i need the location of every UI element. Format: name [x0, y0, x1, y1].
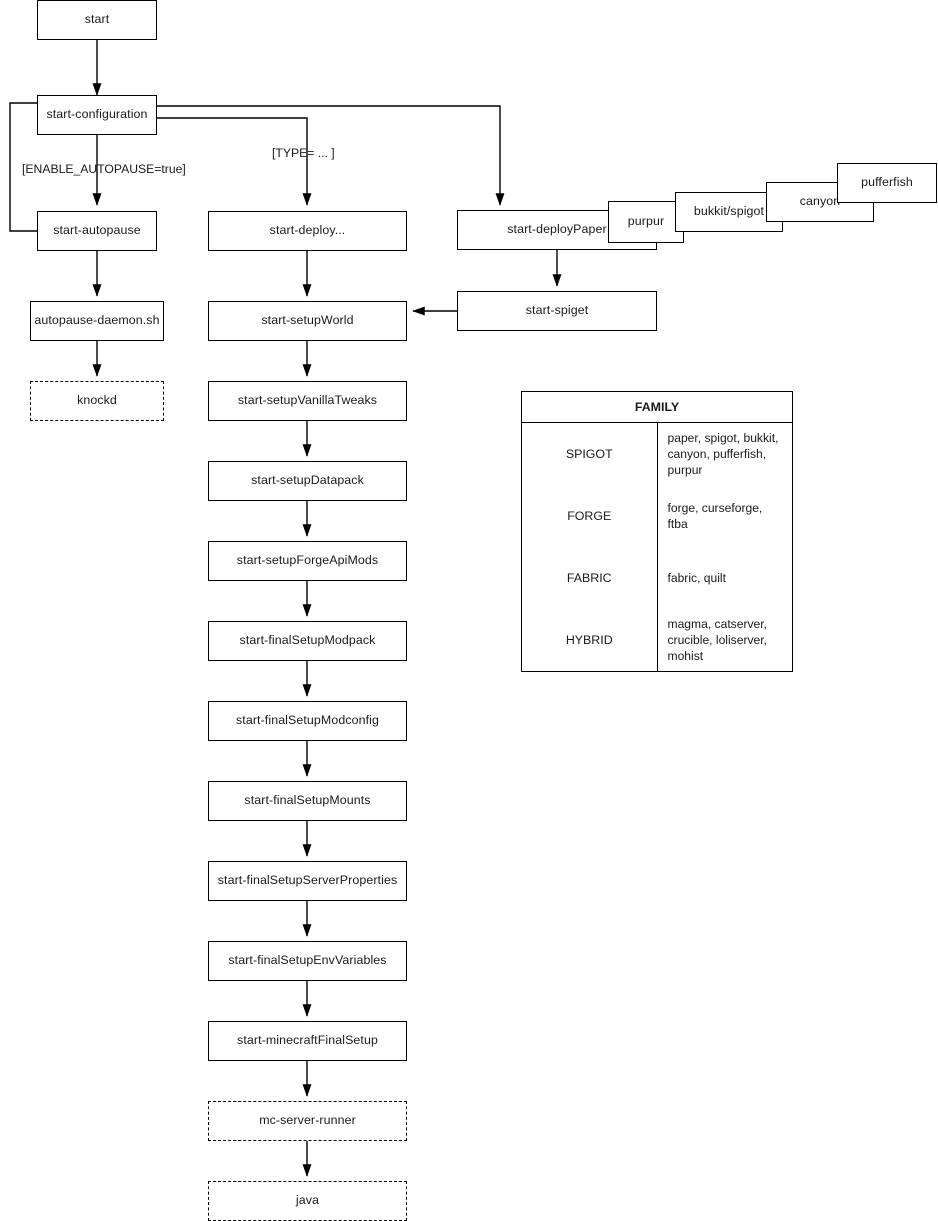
family-value-hybrid: magma, catserver, crucible, loliserver, …: [667, 616, 767, 664]
family-key-fabric: FABRIC: [522, 547, 658, 609]
node-mc-server-runner[interactable]: mc-server-runner: [208, 1101, 407, 1141]
family-table: FAMILY SPIGOT paper, spigot, bukkit, can…: [522, 392, 792, 671]
family-key-forge: FORGE: [522, 485, 658, 547]
node-start-final-setup-modconfig-label: start-finalSetupModconfig: [235, 713, 379, 728]
node-start-minecraft-final-setup-label: start-minecraftFinalSetup: [237, 1033, 378, 1048]
node-knockd[interactable]: knockd: [30, 381, 164, 421]
node-variant-pufferfish[interactable]: pufferfish: [837, 163, 937, 203]
node-start-setup-world-label: start-setupWorld: [261, 313, 354, 328]
family-table-row: SPIGOT paper, spigot, bukkit, canyon, pu…: [522, 422, 792, 485]
node-start-setup-forge-api-mods[interactable]: start-setupForgeApiMods: [208, 541, 407, 581]
node-start-setup-datapack-label: start-setupDatapack: [251, 473, 364, 488]
edge-label-type: [TYPE= ... ]: [272, 146, 335, 160]
node-start-configuration-label: start-configuration: [46, 107, 148, 122]
node-start-deploy-label: start-deploy...: [269, 223, 346, 238]
node-start-final-setup-server-properties-label: start-finalSetupServerProperties: [217, 873, 398, 888]
node-start[interactable]: start: [37, 0, 157, 40]
node-knockd-label: knockd: [77, 393, 117, 408]
node-start-label: start: [84, 12, 110, 27]
family-value-spigot: paper, spigot, bukkit, canyon, pufferfis…: [667, 430, 779, 478]
node-start-setup-vanilla-tweaks-label: start-setupVanillaTweaks: [237, 393, 378, 408]
node-start-final-setup-env-variables[interactable]: start-finalSetupEnvVariables: [208, 941, 407, 981]
node-start-minecraft-final-setup[interactable]: start-minecraftFinalSetup: [208, 1021, 407, 1061]
node-autopause-daemon[interactable]: autopause-daemon.sh: [30, 301, 164, 341]
node-mc-server-runner-label: mc-server-runner: [259, 1113, 356, 1128]
node-autopause-daemon-label: autopause-daemon.sh: [34, 313, 160, 328]
node-variant-purpur-label: purpur: [627, 214, 665, 229]
family-key-spigot: SPIGOT: [522, 422, 658, 485]
family-table-header-row: FAMILY: [522, 392, 792, 423]
family-table-row: FABRIC fabric, quilt: [522, 547, 792, 609]
node-start-autopause-label: start-autopause: [53, 223, 141, 238]
node-start-final-setup-modpack[interactable]: start-finalSetupModpack: [208, 621, 407, 661]
node-start-setup-world[interactable]: start-setupWorld: [208, 301, 407, 341]
node-start-final-setup-server-properties[interactable]: start-finalSetupServerProperties: [208, 861, 407, 901]
node-start-spiget[interactable]: start-spiget: [457, 291, 657, 331]
edge-label-enable-autopause: [ENABLE_AUTOPAUSE=true]: [22, 162, 186, 176]
family-table-row: FORGE forge, curseforge, ftba: [522, 485, 792, 547]
node-start-final-setup-modpack-label: start-finalSetupModpack: [239, 633, 376, 648]
family-table-header: FAMILY: [522, 392, 792, 423]
node-start-final-setup-mounts-label: start-finalSetupMounts: [244, 793, 371, 808]
node-start-spiget-label: start-spiget: [525, 303, 589, 318]
node-start-final-setup-mounts[interactable]: start-finalSetupMounts: [208, 781, 407, 821]
family-value-forge: forge, curseforge, ftba: [667, 500, 763, 531]
node-start-deploy[interactable]: start-deploy...: [208, 211, 407, 251]
family-value-fabric: fabric, quilt: [667, 570, 726, 585]
node-start-autopause[interactable]: start-autopause: [37, 211, 157, 251]
node-java[interactable]: java: [208, 1181, 407, 1221]
node-start-setup-forge-api-mods-label: start-setupForgeApiMods: [236, 553, 379, 568]
node-variant-purpur[interactable]: purpur: [608, 201, 684, 243]
family-table-row: HYBRID magma, catserver, crucible, lolis…: [522, 609, 792, 671]
node-start-deploy-paper-label: start-deployPaper: [507, 222, 607, 237]
node-start-final-setup-env-variables-label: start-finalSetupEnvVariables: [228, 953, 387, 968]
node-start-setup-vanilla-tweaks[interactable]: start-setupVanillaTweaks: [208, 381, 407, 421]
family-legend: FAMILY SPIGOT paper, spigot, bukkit, can…: [521, 391, 793, 672]
node-java-label: java: [295, 1193, 320, 1208]
node-start-setup-datapack[interactable]: start-setupDatapack: [208, 461, 407, 501]
node-start-final-setup-modconfig[interactable]: start-finalSetupModconfig: [208, 701, 407, 741]
node-variant-pufferfish-label: pufferfish: [861, 175, 913, 190]
node-variant-canyon-label: canyon: [799, 194, 841, 209]
node-start-configuration[interactable]: start-configuration: [37, 95, 157, 135]
family-key-hybrid: HYBRID: [522, 609, 658, 671]
node-variant-bukkit-spigot-label: bukkit/spigot: [693, 204, 765, 219]
